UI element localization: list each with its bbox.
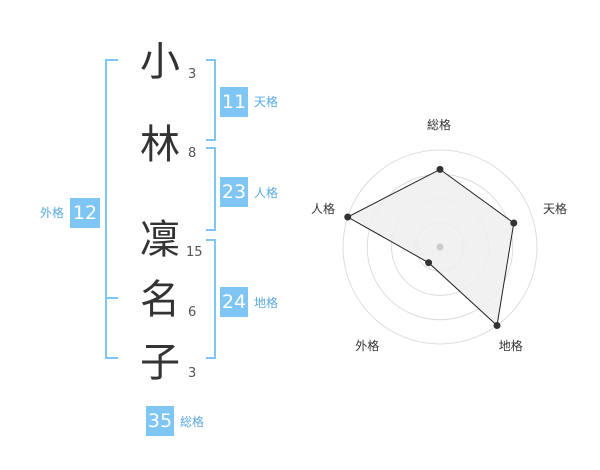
radar-center-dot bbox=[436, 243, 444, 251]
radar-point-1 bbox=[436, 165, 444, 173]
name-char-4: 名 bbox=[140, 277, 180, 323]
jinkaku-badge: 23 bbox=[220, 177, 248, 207]
stroke-count-2: 8 bbox=[188, 146, 197, 161]
gaikaku-badge: 12 bbox=[70, 198, 100, 228]
name-char-1: 小 bbox=[140, 39, 180, 85]
gaikaku-bracket bbox=[105, 59, 118, 359]
name-char-2: 林 bbox=[140, 122, 180, 168]
radar-axis-label-5: 人格 bbox=[310, 202, 335, 217]
tenkaku-badge: 11 bbox=[220, 87, 248, 117]
tenkaku-label: 天格 bbox=[254, 95, 279, 109]
chikaku-label: 地格 bbox=[254, 296, 279, 310]
chikaku-bracket bbox=[206, 239, 216, 359]
radar-axis-label-2: 天格 bbox=[543, 202, 568, 217]
radar-point-4 bbox=[425, 259, 433, 267]
radar-axis-label-4: 外格 bbox=[355, 338, 380, 353]
stroke-count-1: 3 bbox=[188, 67, 197, 82]
tenkaku-bracket bbox=[206, 59, 216, 141]
name-char-3: 凜 bbox=[140, 217, 180, 263]
radar-axis-label-1: 総格 bbox=[427, 118, 452, 132]
name-char-5: 子 bbox=[140, 340, 180, 386]
jinkaku-bracket bbox=[206, 147, 216, 231]
stroke-count-3: 15 bbox=[186, 245, 203, 260]
soukaku-label: 総格 bbox=[180, 415, 205, 429]
jinkaku-label: 人格 bbox=[254, 186, 279, 200]
chikaku-badge: 24 bbox=[220, 287, 248, 317]
radar-axis-label-3: 地格 bbox=[498, 338, 523, 353]
gaikaku-label: 外格 bbox=[40, 206, 65, 220]
radar-point-2 bbox=[510, 219, 518, 227]
radar-point-3 bbox=[493, 321, 501, 329]
radar-point-5 bbox=[344, 213, 352, 221]
soukaku-badge: 35 bbox=[146, 406, 174, 436]
stroke-count-4: 6 bbox=[188, 305, 197, 320]
radar-series-area bbox=[346, 168, 515, 327]
stroke-count-5: 3 bbox=[188, 366, 197, 381]
